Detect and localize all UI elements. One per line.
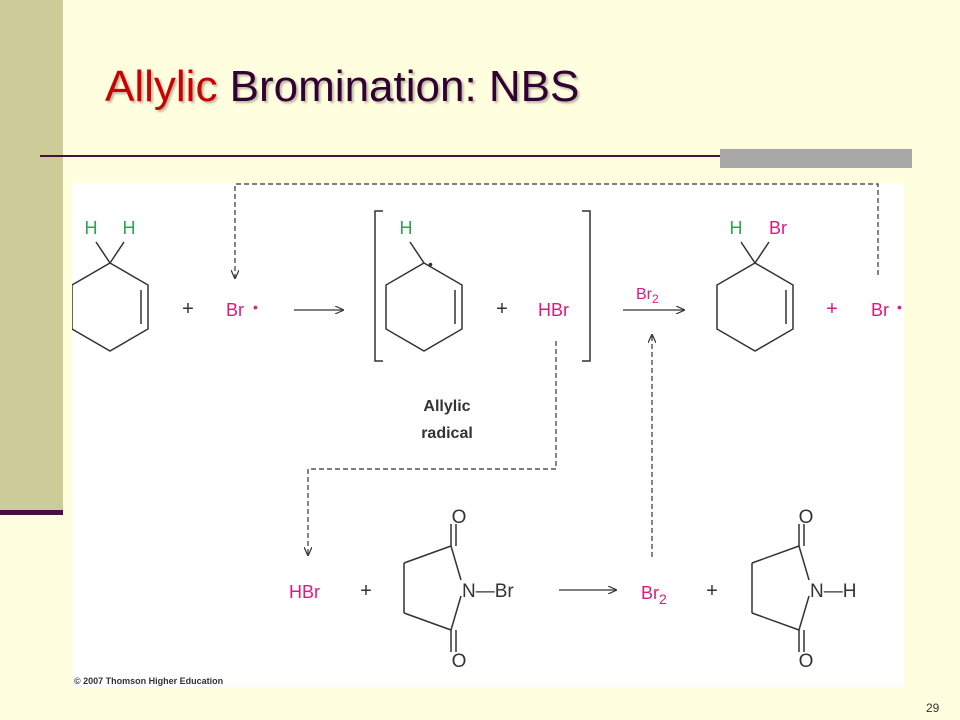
radical-dot: • [897,299,902,315]
allylic-radical-label-line2: radical [421,425,473,442]
br-radical-label: Br [226,300,244,320]
oxygen-label: O [452,507,467,528]
bromocyclohexene-product [716,241,794,352]
nbs-molecule [403,524,462,652]
reaction-scheme: H H + Br • H • + HBr Allylic radical Br2… [72,183,902,686]
label-h: H [400,218,413,238]
title-rest: Bromination: NBS [217,62,580,111]
label-br: Br [769,218,787,238]
hbr-label: HBr [538,300,569,320]
page-number: 29 [926,701,940,715]
succinimide-molecule [751,524,810,652]
side-bar [0,0,63,512]
oxygen-label: O [452,651,467,672]
copyright-notice: © 2007 Thomson Higher Education [74,676,223,686]
label-h: H [730,218,743,238]
br2-label: Br2 [636,286,659,306]
radical-dot: • [253,299,258,315]
label-h: H [123,218,136,238]
nbs-n-label: N—Br [462,581,514,602]
br2-base: Br [641,583,659,603]
allylic-radical-label-line1: Allylic [423,398,470,415]
plus-sign: + [360,580,372,602]
plus-sign: + [826,298,838,320]
reaction-figure: H H + Br • H • + HBr Allylic radical Br2… [72,183,904,687]
br-radical-label: Br [871,300,889,320]
label-h: H [85,218,98,238]
title-rule [40,155,912,157]
title-accent-bar [720,149,912,168]
hbr-label: HBr [289,582,320,602]
side-bar-rule [0,510,63,515]
br2-base: Br [636,286,653,303]
br2-subscript: 2 [659,591,667,607]
slide-title: Allylic Bromination: NBS [105,62,579,112]
plus-sign: + [496,298,508,320]
br2-subscript: 2 [652,292,659,306]
succinimide-n-label: N—H [810,581,856,602]
plus-sign: + [706,580,718,602]
plus-sign: + [182,298,194,320]
cyclohexene-reactant [72,241,149,352]
oxygen-label: O [799,507,814,528]
title-highlight: Allylic [105,62,218,111]
dashed-hbr-arrow [308,341,557,555]
dashed-return-arrow [235,183,879,278]
br2-label-bottom: Br2 [641,583,667,607]
allylic-radical-ring [385,241,463,352]
oxygen-label: O [799,651,814,672]
radical-dot: • [428,256,433,272]
bracket-right [582,210,591,362]
bracket-left [374,210,383,362]
